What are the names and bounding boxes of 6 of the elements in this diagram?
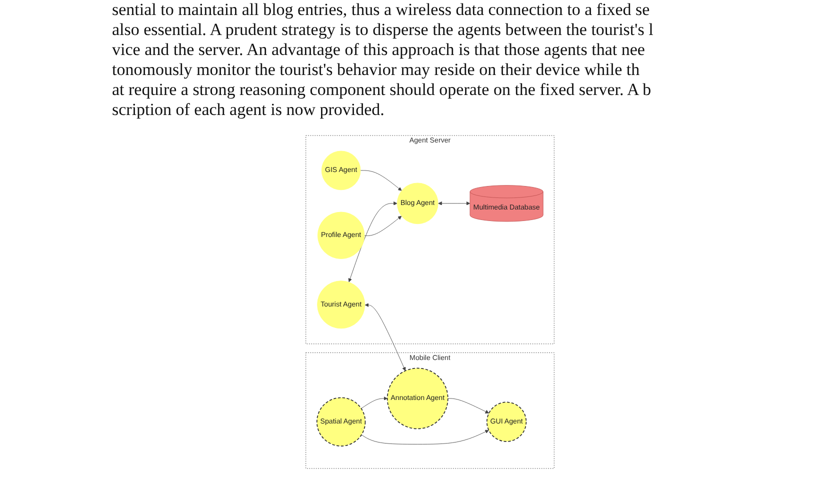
paragraph-line: tonomously monitor the tourist's behavior may reside on their device while th [112,60,641,80]
paragraph-line: also essential. A prudent strategy is to disperse the agents between the tourist's l [112,20,654,40]
paragraph-line: vice and the server. An advantage of this approach is that those agents that nee [112,40,646,60]
paragraph-line: scription of each agent is now provided. [112,100,386,120]
paragraph-line: sential to maintain all blog entries, thus a wireless data connection to a fixed se [112,0,651,20]
paragraph-line: at require a strong reasoning component should operate on the fixed server. A b [112,80,652,100]
